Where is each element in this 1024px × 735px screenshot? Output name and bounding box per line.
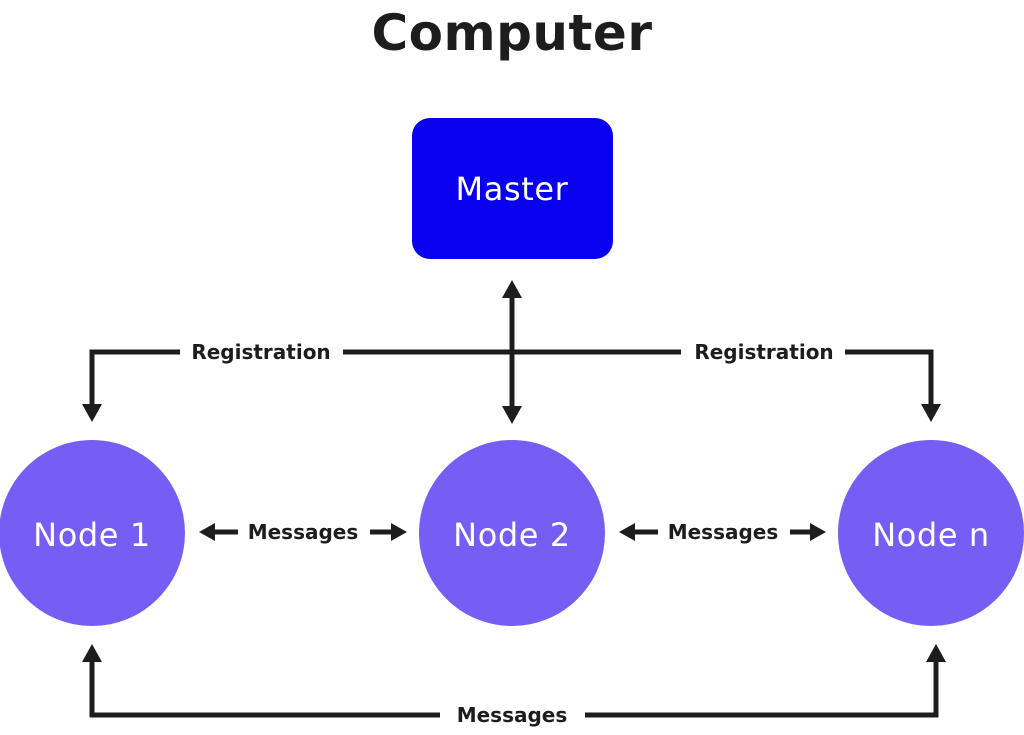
- node-n-circle: [838, 440, 1024, 626]
- messages-1-n-connector: [82, 644, 946, 718]
- messages-1-2-arrows: [199, 523, 407, 541]
- messages-label-1-2: Messages: [248, 520, 359, 544]
- node-2-label: Node 2: [453, 516, 571, 554]
- messages-2-n-arrows: [619, 523, 826, 541]
- messages-label-2-n: Messages: [668, 520, 779, 544]
- node-1-circle: [0, 440, 185, 626]
- master-node2-arrow: [502, 280, 522, 424]
- master-label: Master: [456, 170, 569, 208]
- master-box: [412, 118, 613, 259]
- node-2-circle: [419, 440, 605, 626]
- diagram-title: Computer: [371, 4, 652, 62]
- node-n-label: Node n: [872, 516, 990, 554]
- registration-label-right: Registration: [694, 340, 833, 364]
- messages-label-1-n: Messages: [457, 703, 568, 727]
- node-1-label: Node 1: [33, 516, 151, 554]
- registration-label-left: Registration: [191, 340, 330, 364]
